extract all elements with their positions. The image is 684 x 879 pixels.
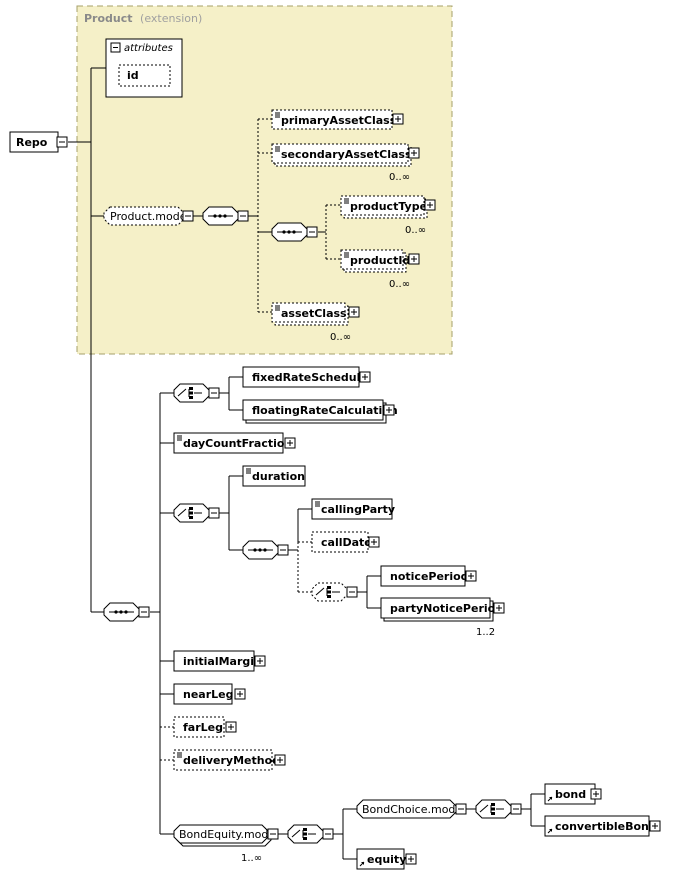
element-fixed-rate-schedule[interactable]: fixedRateSchedule xyxy=(242,366,371,388)
equity-label: equity xyxy=(367,853,406,866)
calling-party-label: callingParty xyxy=(321,503,395,516)
element-party-notice-period[interactable]: partyNoticePeriod 1..2 xyxy=(380,597,505,638)
party-notice-period-cardinality: 1..2 xyxy=(476,627,495,638)
bond-equity-model-label: BondEquity.model xyxy=(179,828,278,841)
choice-compositor-2[interactable] xyxy=(173,503,220,523)
day-count-fraction-label: dayCountFraction xyxy=(183,437,292,450)
sequence-compositor-main[interactable] xyxy=(103,602,150,622)
element-duration[interactable]: duration xyxy=(242,465,306,487)
element-delivery-method[interactable]: deliveryMethod xyxy=(173,749,286,771)
element-day-count-fraction[interactable]: dayCountFraction xyxy=(173,432,296,454)
element-far-leg[interactable]: farLeg xyxy=(173,716,237,738)
connectors xyxy=(68,67,545,860)
party-notice-period-label: partyNoticePeriod xyxy=(390,602,503,615)
product-type-label: productType xyxy=(350,200,427,213)
group-bond-equity-model[interactable]: BondEquity.model 1..∞ xyxy=(173,824,279,864)
element-product-type[interactable]: productType 0..∞ xyxy=(340,195,436,236)
element-call-date[interactable]: callDate xyxy=(311,531,380,553)
bond-label: bond xyxy=(555,788,586,801)
sequence-compositor-2[interactable] xyxy=(271,222,318,242)
bond-equity-model-cardinality: 1..∞ xyxy=(241,853,262,864)
element-primary-asset-class[interactable]: primaryAssetClass xyxy=(271,109,404,130)
far-leg-label: farLeg xyxy=(183,721,223,734)
sequence-compositor-3[interactable] xyxy=(242,540,289,560)
product-model-label: Product.model xyxy=(110,210,190,223)
asset-class-label: assetClass xyxy=(281,307,347,320)
secondary-asset-class-cardinality: 0..∞ xyxy=(389,172,410,183)
attribute-id[interactable] xyxy=(118,64,171,87)
svg-text:Product (extension): Product (extension) xyxy=(84,12,202,25)
element-bond[interactable]: bond xyxy=(544,783,602,805)
element-calling-party[interactable]: callingParty xyxy=(311,498,395,520)
duration-label: duration xyxy=(252,470,305,483)
attributes-box: attributes id xyxy=(105,38,183,98)
repo-label: Repo xyxy=(16,136,48,149)
group-product-model[interactable]: Product.model xyxy=(103,206,194,226)
element-secondary-asset-class[interactable]: secondaryAssetClass 0..∞ xyxy=(271,143,420,183)
element-asset-class[interactable]: assetClass 0..∞ xyxy=(271,302,360,343)
attribute-id-label: id xyxy=(127,69,139,82)
element-repo[interactable]: Repo xyxy=(9,131,68,153)
notice-period-label: noticePeriod xyxy=(390,570,469,583)
product-id-label: productId xyxy=(350,254,410,267)
fixed-rate-schedule-label: fixedRateSchedule xyxy=(252,371,368,384)
element-product-id[interactable]: productId 0..∞ xyxy=(340,249,420,290)
element-notice-period[interactable]: noticePeriod xyxy=(380,565,477,587)
delivery-method-label: deliveryMethod xyxy=(183,754,280,767)
primary-asset-class-label: primaryAssetClass xyxy=(281,114,397,127)
call-date-label: callDate xyxy=(321,536,372,549)
element-near-leg[interactable]: nearLeg xyxy=(173,683,246,705)
choice-compositor-5[interactable] xyxy=(475,799,522,819)
initial-margin-label: initialMargin xyxy=(183,655,262,668)
sequence-compositor-1[interactable] xyxy=(202,206,249,226)
product-id-cardinality: 0..∞ xyxy=(389,279,410,290)
element-equity[interactable]: equity xyxy=(356,848,417,870)
choice-compositor-4[interactable] xyxy=(287,824,334,844)
secondary-asset-class-label: secondaryAssetClass xyxy=(281,148,412,161)
floating-rate-calculation-label: floatingRateCalculation xyxy=(252,404,398,417)
extension-subtitle: (extension) xyxy=(140,12,202,25)
group-bond-choice-model[interactable]: BondChoice.model xyxy=(356,799,467,819)
bond-choice-model-label: BondChoice.model xyxy=(362,803,465,816)
attributes-label: attributes xyxy=(124,43,173,54)
convertible-bond-label: convertibleBond xyxy=(555,820,657,833)
element-convertible-bond[interactable]: convertibleBond xyxy=(544,815,661,837)
element-initial-margin[interactable]: initialMargin xyxy=(173,650,266,672)
choice-compositor-1[interactable] xyxy=(173,383,220,403)
near-leg-label: nearLeg xyxy=(183,688,233,701)
choice-compositor-3[interactable] xyxy=(311,582,358,602)
extension-title: Product xyxy=(84,12,133,25)
product-type-cardinality: 0..∞ xyxy=(405,225,426,236)
asset-class-cardinality: 0..∞ xyxy=(330,332,351,343)
element-floating-rate-calculation[interactable]: floatingRateCalculation xyxy=(242,399,398,424)
